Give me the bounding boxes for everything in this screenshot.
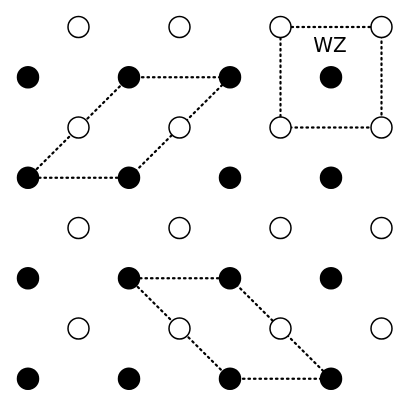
filled-atom [16,166,40,189]
filled-atom [319,66,343,89]
filled-atom [16,66,40,89]
open-atom [168,116,191,139]
filled-atom [117,367,141,390]
filled-atom [319,166,343,189]
open-atom [67,15,90,39]
filled-atom [117,166,141,189]
filled-atom [117,66,141,89]
wz-square-cell [279,25,383,129]
wz-cell-label: WZ [313,33,346,57]
open-atom [370,116,393,139]
filled-atom [16,367,40,390]
open-atom [67,216,90,240]
filled-atom [218,66,242,89]
open-atom [269,15,292,39]
filled-atom [16,267,40,290]
atoms-layer [16,15,393,390]
filled-atom [319,267,343,290]
filled-atom [218,166,242,189]
filled-atom [117,267,141,290]
open-atom [370,317,393,340]
upper-left-parallelogram [26,76,232,179]
lower-parallelogram [127,277,333,380]
filled-atom [218,267,242,290]
open-atom [67,317,90,340]
filled-atom [319,367,343,390]
open-atom [67,116,90,139]
open-atom [269,317,292,340]
open-atom [168,317,191,340]
open-atom [168,216,191,240]
open-atom [269,216,292,240]
open-atom [370,216,393,240]
open-atom [370,15,393,39]
open-atom [168,15,191,39]
open-atom [269,116,292,139]
filled-atom [218,367,242,390]
